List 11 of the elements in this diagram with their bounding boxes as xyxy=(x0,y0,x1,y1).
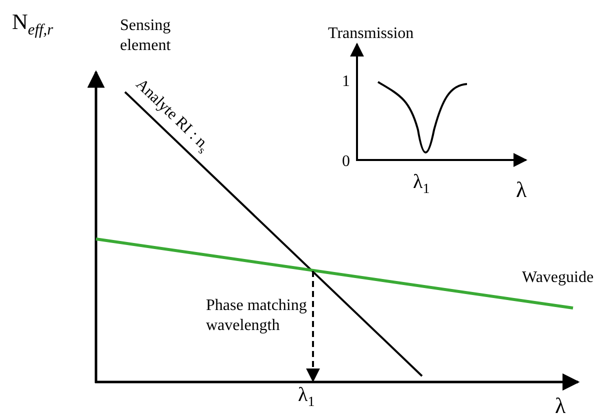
annotation-text: Phase matching wavelength xyxy=(206,296,308,336)
tick-label: λ$_{1}$ xyxy=(298,383,315,412)
axis-label: λ xyxy=(555,392,566,417)
tick-label: λ$_{1}$ xyxy=(413,170,430,199)
tick-label: 1 xyxy=(342,72,350,92)
annotation-text: Sensing element xyxy=(120,16,172,56)
line-label: Waveguide xyxy=(522,268,594,288)
axis-label: Transmission xyxy=(328,24,414,44)
tick-label: 0 xyxy=(342,152,350,172)
axis-label: N$_{eff,r}$ xyxy=(12,8,54,40)
axis-label: λ xyxy=(516,176,527,204)
